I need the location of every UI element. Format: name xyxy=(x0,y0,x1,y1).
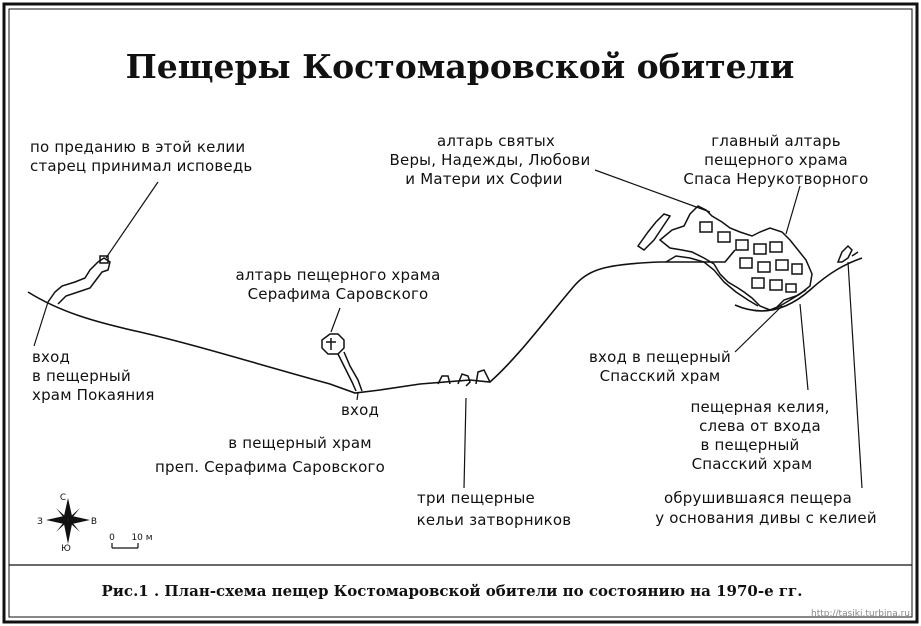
annotation-pokayaniya: вход в пещерный храм Покаяния xyxy=(32,348,155,404)
svg-text:кельи затворников: кельи затворников xyxy=(417,511,572,529)
svg-text:преп. Серафима Саровского: преп. Серафима Саровского xyxy=(155,458,385,476)
svg-text:слева от входа: слева от входа xyxy=(699,417,821,435)
scale-ten-label: 10 м xyxy=(131,533,152,543)
svg-text:три пещерные: три пещерные xyxy=(417,489,535,507)
compass-east-label: В xyxy=(91,517,97,527)
compass-west-label: З xyxy=(37,517,43,527)
slope-line-east xyxy=(734,257,863,312)
svg-text:алтарь пещерного храма: алтарь пещерного храма xyxy=(235,266,440,284)
svg-text:пещерного храма: пещерного храма xyxy=(704,151,848,169)
svg-text:вход в пещерный: вход в пещерный xyxy=(589,348,731,366)
figure-caption: Рис.1 . План-схема пещер Костомаровской … xyxy=(102,582,803,600)
annotation-spassky-entry: вход в пещерный Спасский храм xyxy=(589,348,731,385)
svg-text:обрушившаяся пещера: обрушившаяся пещера xyxy=(664,489,852,507)
page-title: Пещеры Костомаровской обители xyxy=(126,47,795,86)
svg-text:Спаса Нерукотворного: Спаса Нерукотворного xyxy=(683,170,868,188)
compass-rose-icon xyxy=(46,498,90,544)
annotation-recluses: три пещерные кельи затворников xyxy=(417,489,572,529)
svg-text:алтарь святых: алтарь святых xyxy=(437,132,555,150)
compass-north-label: С xyxy=(60,493,66,503)
svg-text:пещерная келия,: пещерная келия, xyxy=(690,398,829,416)
svg-text:Спасский храм: Спасский храм xyxy=(600,367,721,385)
svg-text:в пещерный: в пещерный xyxy=(701,436,800,454)
pokayaniya-cave xyxy=(47,255,111,305)
inner-border xyxy=(8,8,913,618)
compass-south-label: Ю xyxy=(61,544,71,554)
svg-text:и Матери их Софии: и Матери их Софии xyxy=(405,170,562,188)
svg-text:Серафима Саровского: Серафима Саровского xyxy=(248,285,429,303)
annotation-confession: по преданию в этой келии старец принимал… xyxy=(30,138,252,175)
svg-text:Спасский храм: Спасский храм xyxy=(692,455,813,473)
spassky-complex xyxy=(636,205,813,311)
annotation-serafim-altar: алтарь пещерного храма Серафима Саровско… xyxy=(235,266,440,303)
svg-text:вход: вход xyxy=(32,348,70,366)
svg-text:Веры, Надежды, Любови: Веры, Надежды, Любови xyxy=(390,151,591,169)
svg-text:старец принимал исповедь: старец принимал исповедь xyxy=(30,157,252,175)
scale-bar xyxy=(111,543,139,549)
svg-text:в пещерный: в пещерный xyxy=(32,367,131,385)
collapsed-cave xyxy=(836,244,859,263)
serafim-cave xyxy=(321,333,363,392)
recluse-cells xyxy=(437,369,491,387)
annotation-serafim-entry: вход в пещерный храм преп. Серафима Саро… xyxy=(155,401,385,476)
slope-line xyxy=(27,249,736,394)
svg-text:главный алтарь: главный алтарь xyxy=(711,132,841,150)
scale-zero-label: 0 xyxy=(109,533,115,543)
annotation-collapsed: обрушившаяся пещера у основания дивы с к… xyxy=(655,489,877,527)
annotation-main-altar: главный алтарь пещерного храма Спаса Нер… xyxy=(683,132,868,188)
annotation-saints-altar: алтарь святых Веры, Надежды, Любови и Ма… xyxy=(390,132,591,188)
svg-text:вход: вход xyxy=(341,401,379,419)
svg-text:по преданию в этой келии: по преданию в этой келии xyxy=(30,138,245,156)
watermark: http://tasiki.turbina.ru xyxy=(811,609,910,619)
svg-text:в пещерный храм: в пещерный храм xyxy=(228,434,372,452)
svg-text:у основания дивы с келией: у основания дивы с келией xyxy=(655,509,877,527)
leader-lines xyxy=(33,169,863,489)
svg-text:храм Покаяния: храм Покаяния xyxy=(32,386,155,404)
annotation-cell-left: пещерная келия, слева от входа в пещерны… xyxy=(690,398,829,473)
